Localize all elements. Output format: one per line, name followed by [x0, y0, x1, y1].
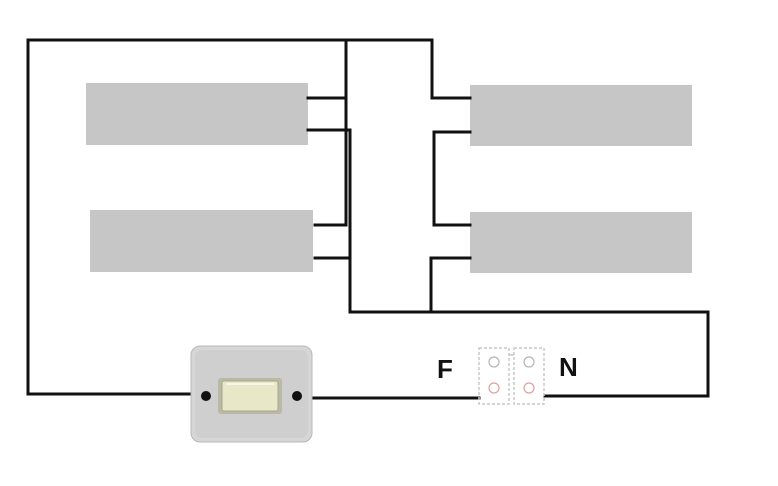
wire-left-bus-a: [313, 38, 348, 227]
wire-right-bus-a: [432, 130, 472, 227]
rocker-switch[interactable]: [190, 345, 313, 443]
switch-screw-left: [201, 391, 211, 401]
label-neutral: N: [559, 352, 578, 382]
terminal-screw-bl: [488, 382, 500, 394]
wire-tr-pin-top: [430, 38, 472, 100]
fluorescent-tube-top-right: [470, 85, 692, 146]
terminal-block: [478, 347, 545, 405]
fluorescent-tube-bottom-right: [470, 212, 692, 273]
terminal-screw-tr: [523, 356, 535, 368]
terminal-left: [478, 347, 510, 405]
fluorescent-tube-top-left: [86, 83, 308, 145]
wire-right-bus-b: [429, 256, 472, 314]
wire-neutral-return: [348, 310, 710, 398]
terminal-screw-br: [523, 382, 535, 394]
switch-screw-right: [292, 391, 302, 401]
terminal-right: [513, 347, 545, 405]
label-phase: F: [437, 354, 453, 384]
terminal-screw-tl: [488, 356, 500, 368]
switch-rocker[interactable]: [221, 380, 279, 412]
fluorescent-tube-bottom-left: [90, 210, 313, 272]
wire-switch-to-top: [26, 38, 434, 396]
wire-left-bus-b: [306, 128, 352, 314]
